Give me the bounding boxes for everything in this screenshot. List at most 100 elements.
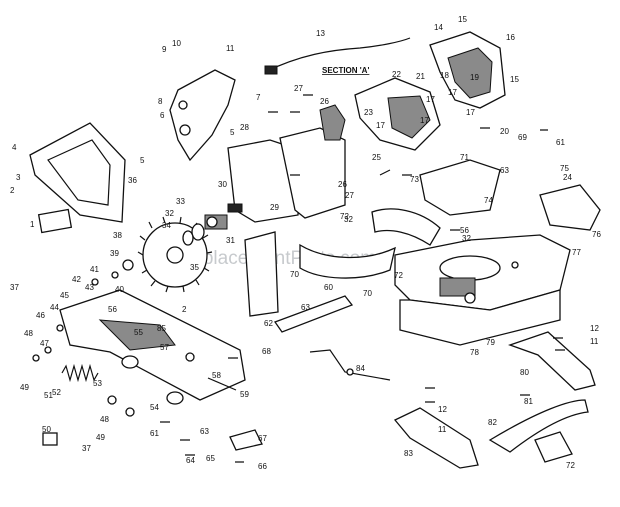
part-number: 34 xyxy=(162,221,171,230)
part-number: 32 xyxy=(462,234,471,243)
part-number: 3 xyxy=(16,173,21,182)
part-number: 41 xyxy=(90,265,99,274)
part-number: 44 xyxy=(50,303,59,312)
part-number: 49 xyxy=(20,383,29,392)
part-number: 51 xyxy=(44,391,53,400)
part-number: 17 xyxy=(448,88,457,97)
part-number: 83 xyxy=(404,449,413,458)
part-number: 32 xyxy=(165,209,174,218)
part-number: 23 xyxy=(364,108,373,117)
part-number: 26 xyxy=(338,180,347,189)
section-a-label: SECTION 'A' xyxy=(322,66,369,75)
part-number: 38 xyxy=(113,231,122,240)
part-number: 63 xyxy=(301,303,310,312)
part-number: 7 xyxy=(256,93,261,102)
part-number: 52 xyxy=(52,388,61,397)
part-number: 17 xyxy=(466,108,475,117)
part-number: 72 xyxy=(394,271,403,280)
part-number: 67 xyxy=(258,434,267,443)
part-number: 73 xyxy=(410,175,419,184)
part-number: 64 xyxy=(186,456,195,465)
part-number: 8 xyxy=(158,97,163,106)
part-number: 71 xyxy=(460,153,469,162)
part-number: 11 xyxy=(226,44,235,53)
part-number: 17 xyxy=(426,95,435,104)
part-number: 79 xyxy=(486,338,495,347)
part-number: 6 xyxy=(160,111,165,120)
part-number: 17 xyxy=(376,121,385,130)
part-number: 72 xyxy=(566,461,575,470)
part-number: 25 xyxy=(372,153,381,162)
part-number: 84 xyxy=(356,364,365,373)
part-number: 54 xyxy=(150,403,159,412)
part-number: 5 xyxy=(230,128,235,137)
part-number: 62 xyxy=(264,319,273,328)
part-number: 80 xyxy=(520,368,529,377)
part-number: 57 xyxy=(160,343,169,352)
part-number: 76 xyxy=(592,230,601,239)
part-number: 45 xyxy=(60,291,69,300)
part-number: 68 xyxy=(262,347,271,356)
part-number: 1 xyxy=(30,220,35,229)
part-number: 12 xyxy=(438,405,447,414)
part-number: 33 xyxy=(176,197,185,206)
part-number: 15 xyxy=(458,15,467,24)
part-number: 48 xyxy=(100,415,109,424)
part-number: 14 xyxy=(434,23,443,32)
part-number: 55 xyxy=(134,328,143,337)
part-number: 48 xyxy=(24,329,33,338)
parts-drawing xyxy=(29,31,601,469)
part-number: 53 xyxy=(93,379,102,388)
part-number: 63 xyxy=(500,166,509,175)
part-number: 2 xyxy=(10,186,15,195)
part-number: 36 xyxy=(128,176,137,185)
part-number: 61 xyxy=(150,429,159,438)
part-number: 29 xyxy=(270,203,279,212)
part-number: 58 xyxy=(212,371,221,380)
part-number: 20 xyxy=(500,127,509,136)
part-number: 27 xyxy=(294,84,303,93)
part-number: 9 xyxy=(162,45,167,54)
part-number: 27 xyxy=(345,191,354,200)
part-number: 69 xyxy=(518,133,527,142)
part-number: 65 xyxy=(206,454,215,463)
part-number: 10 xyxy=(172,39,181,48)
part-number: 19 xyxy=(470,73,479,82)
part-number: 85 xyxy=(157,324,166,333)
part-number: 77 xyxy=(572,248,581,257)
part-number: 59 xyxy=(240,390,249,399)
part-number: 22 xyxy=(392,70,401,79)
part-number: 4 xyxy=(12,143,17,152)
part-number: 56 xyxy=(108,305,117,314)
part-number: 81 xyxy=(524,397,533,406)
part-number: 30 xyxy=(218,180,227,189)
part-number: 40 xyxy=(115,285,124,294)
part-number: 37 xyxy=(82,444,91,453)
part-number: 72 xyxy=(340,212,349,221)
part-number: 35 xyxy=(190,263,199,272)
part-number: 13 xyxy=(316,29,325,38)
part-number: 32 xyxy=(344,215,353,224)
part-number: 75 xyxy=(560,164,569,173)
part-number: 49 xyxy=(96,433,105,442)
part-number: 11 xyxy=(590,337,599,346)
part-number: 82 xyxy=(488,418,497,427)
part-number: 46 xyxy=(36,311,45,320)
part-number: 60 xyxy=(324,283,333,292)
part-number: 28 xyxy=(240,123,249,132)
part-number-labels: SECTION 'A' 1 2 2 3 4 5 5 6 7 8 9 10 11 … xyxy=(10,15,601,471)
part-number: 74 xyxy=(484,196,493,205)
part-number: 2 xyxy=(182,305,187,314)
part-number: 50 xyxy=(42,425,51,434)
part-number: 21 xyxy=(416,72,425,81)
part-number: 15 xyxy=(510,75,519,84)
part-number: 17 xyxy=(420,116,429,125)
part-number: 37 xyxy=(10,283,19,292)
part-number: 5 xyxy=(140,156,145,165)
part-number: 66 xyxy=(258,462,267,471)
part-number: 56 xyxy=(460,226,469,235)
part-number: 16 xyxy=(506,33,515,42)
part-number: 47 xyxy=(40,339,49,348)
part-number: 43 xyxy=(85,283,94,292)
